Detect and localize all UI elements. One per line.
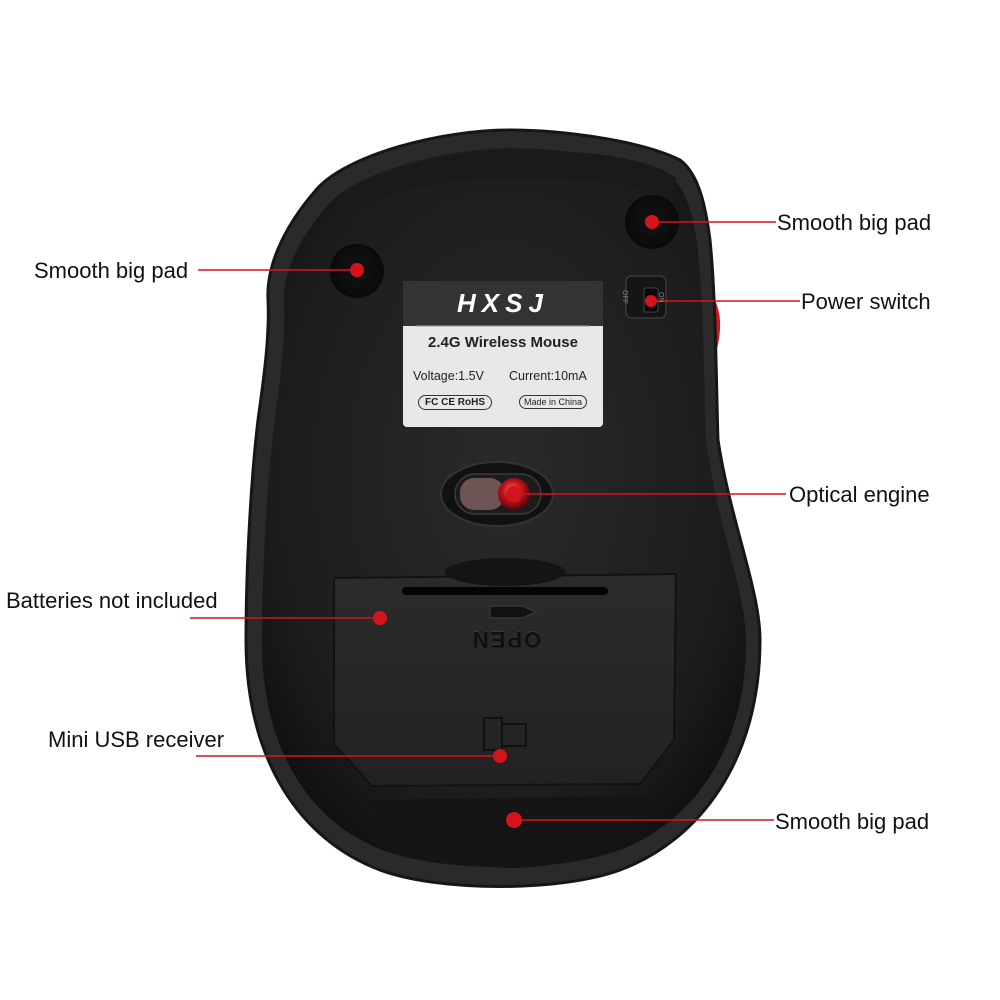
sticker-voltage: Voltage:1.5V: [413, 369, 484, 383]
sticker-origin: Made in China: [519, 395, 588, 409]
battery-cover: [333, 572, 678, 788]
sticker-certifications: FC CE RoHS: [418, 395, 492, 410]
callout-pad-top-left: Smooth big pad: [34, 258, 189, 283]
callout-usb-receiver: Mini USB receiver: [48, 727, 225, 752]
switch-on-label: ON: [657, 292, 664, 303]
callout-dots: [350, 215, 659, 828]
callout-pad-top-right: Smooth big pad: [777, 210, 932, 235]
cover-slot: [402, 587, 608, 595]
sticker-brand: HXSJ: [457, 288, 549, 318]
callout-power-switch: Power switch: [801, 289, 931, 314]
open-label: OPEN: [470, 627, 542, 652]
callout-pad-bottom: Smooth big pad: [775, 809, 930, 834]
sticker-product: 2.4G Wireless Mouse: [428, 334, 578, 351]
callout-batteries: Batteries not included: [6, 588, 218, 613]
switch-off-label: OFF: [621, 290, 628, 304]
open-arrow-icon: [489, 605, 538, 619]
usb-receiver-icon: [483, 717, 527, 751]
pad-bottom: [368, 796, 652, 868]
callout-optical-engine: Optical engine: [789, 482, 930, 507]
callout-lines: [190, 221, 800, 821]
sticker-current: Current:10mA: [509, 369, 587, 383]
